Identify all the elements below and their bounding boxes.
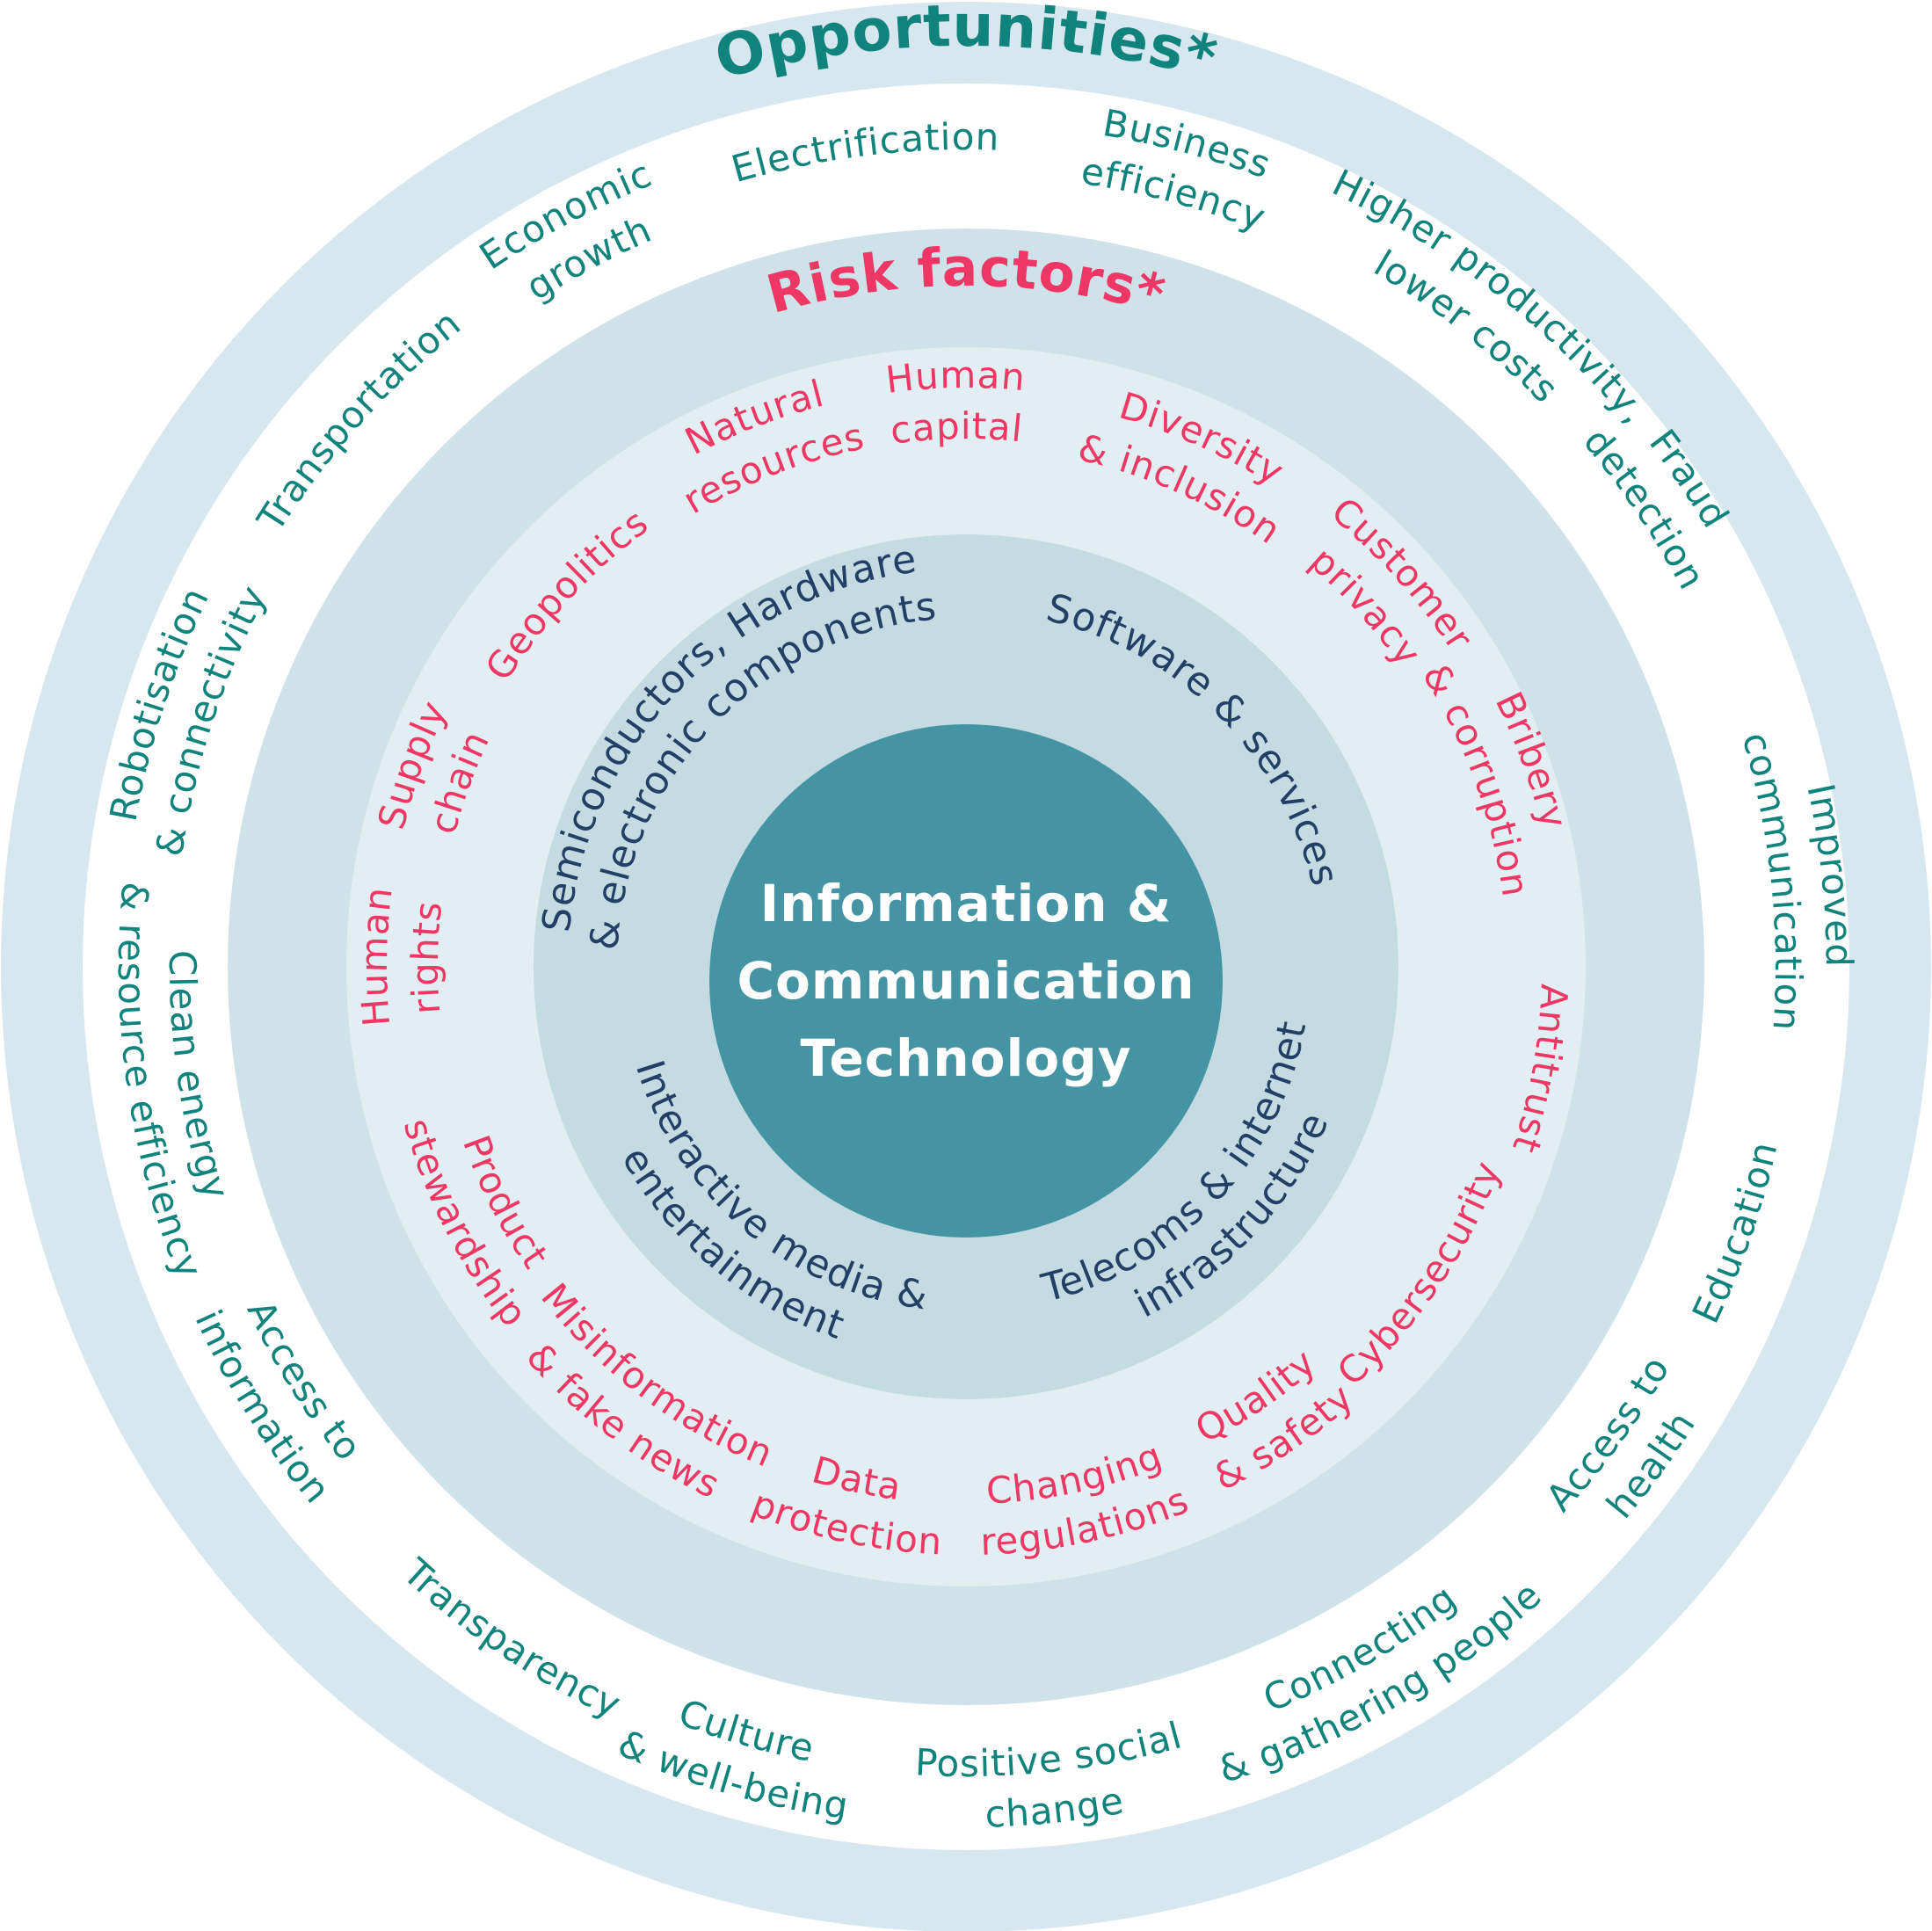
risk-factor-label-text: capital bbox=[888, 404, 1024, 453]
center-label-line: Technology bbox=[800, 1028, 1131, 1088]
risk-factor-label: rights bbox=[403, 898, 450, 1015]
risk-factor-label-text: Human bbox=[352, 884, 400, 1028]
risk-factor-label-text: Human bbox=[883, 353, 1027, 402]
risk-factor-label: Human bbox=[883, 353, 1028, 402]
center-label-line: Information & bbox=[760, 874, 1173, 933]
risk-factor-label-text: rights bbox=[403, 898, 449, 1015]
center-circle bbox=[709, 724, 1223, 1238]
center-label-line: Communication bbox=[737, 951, 1195, 1011]
risk-factor-label: Human bbox=[352, 884, 401, 1028]
risk-factor-label: capital bbox=[888, 404, 1025, 453]
